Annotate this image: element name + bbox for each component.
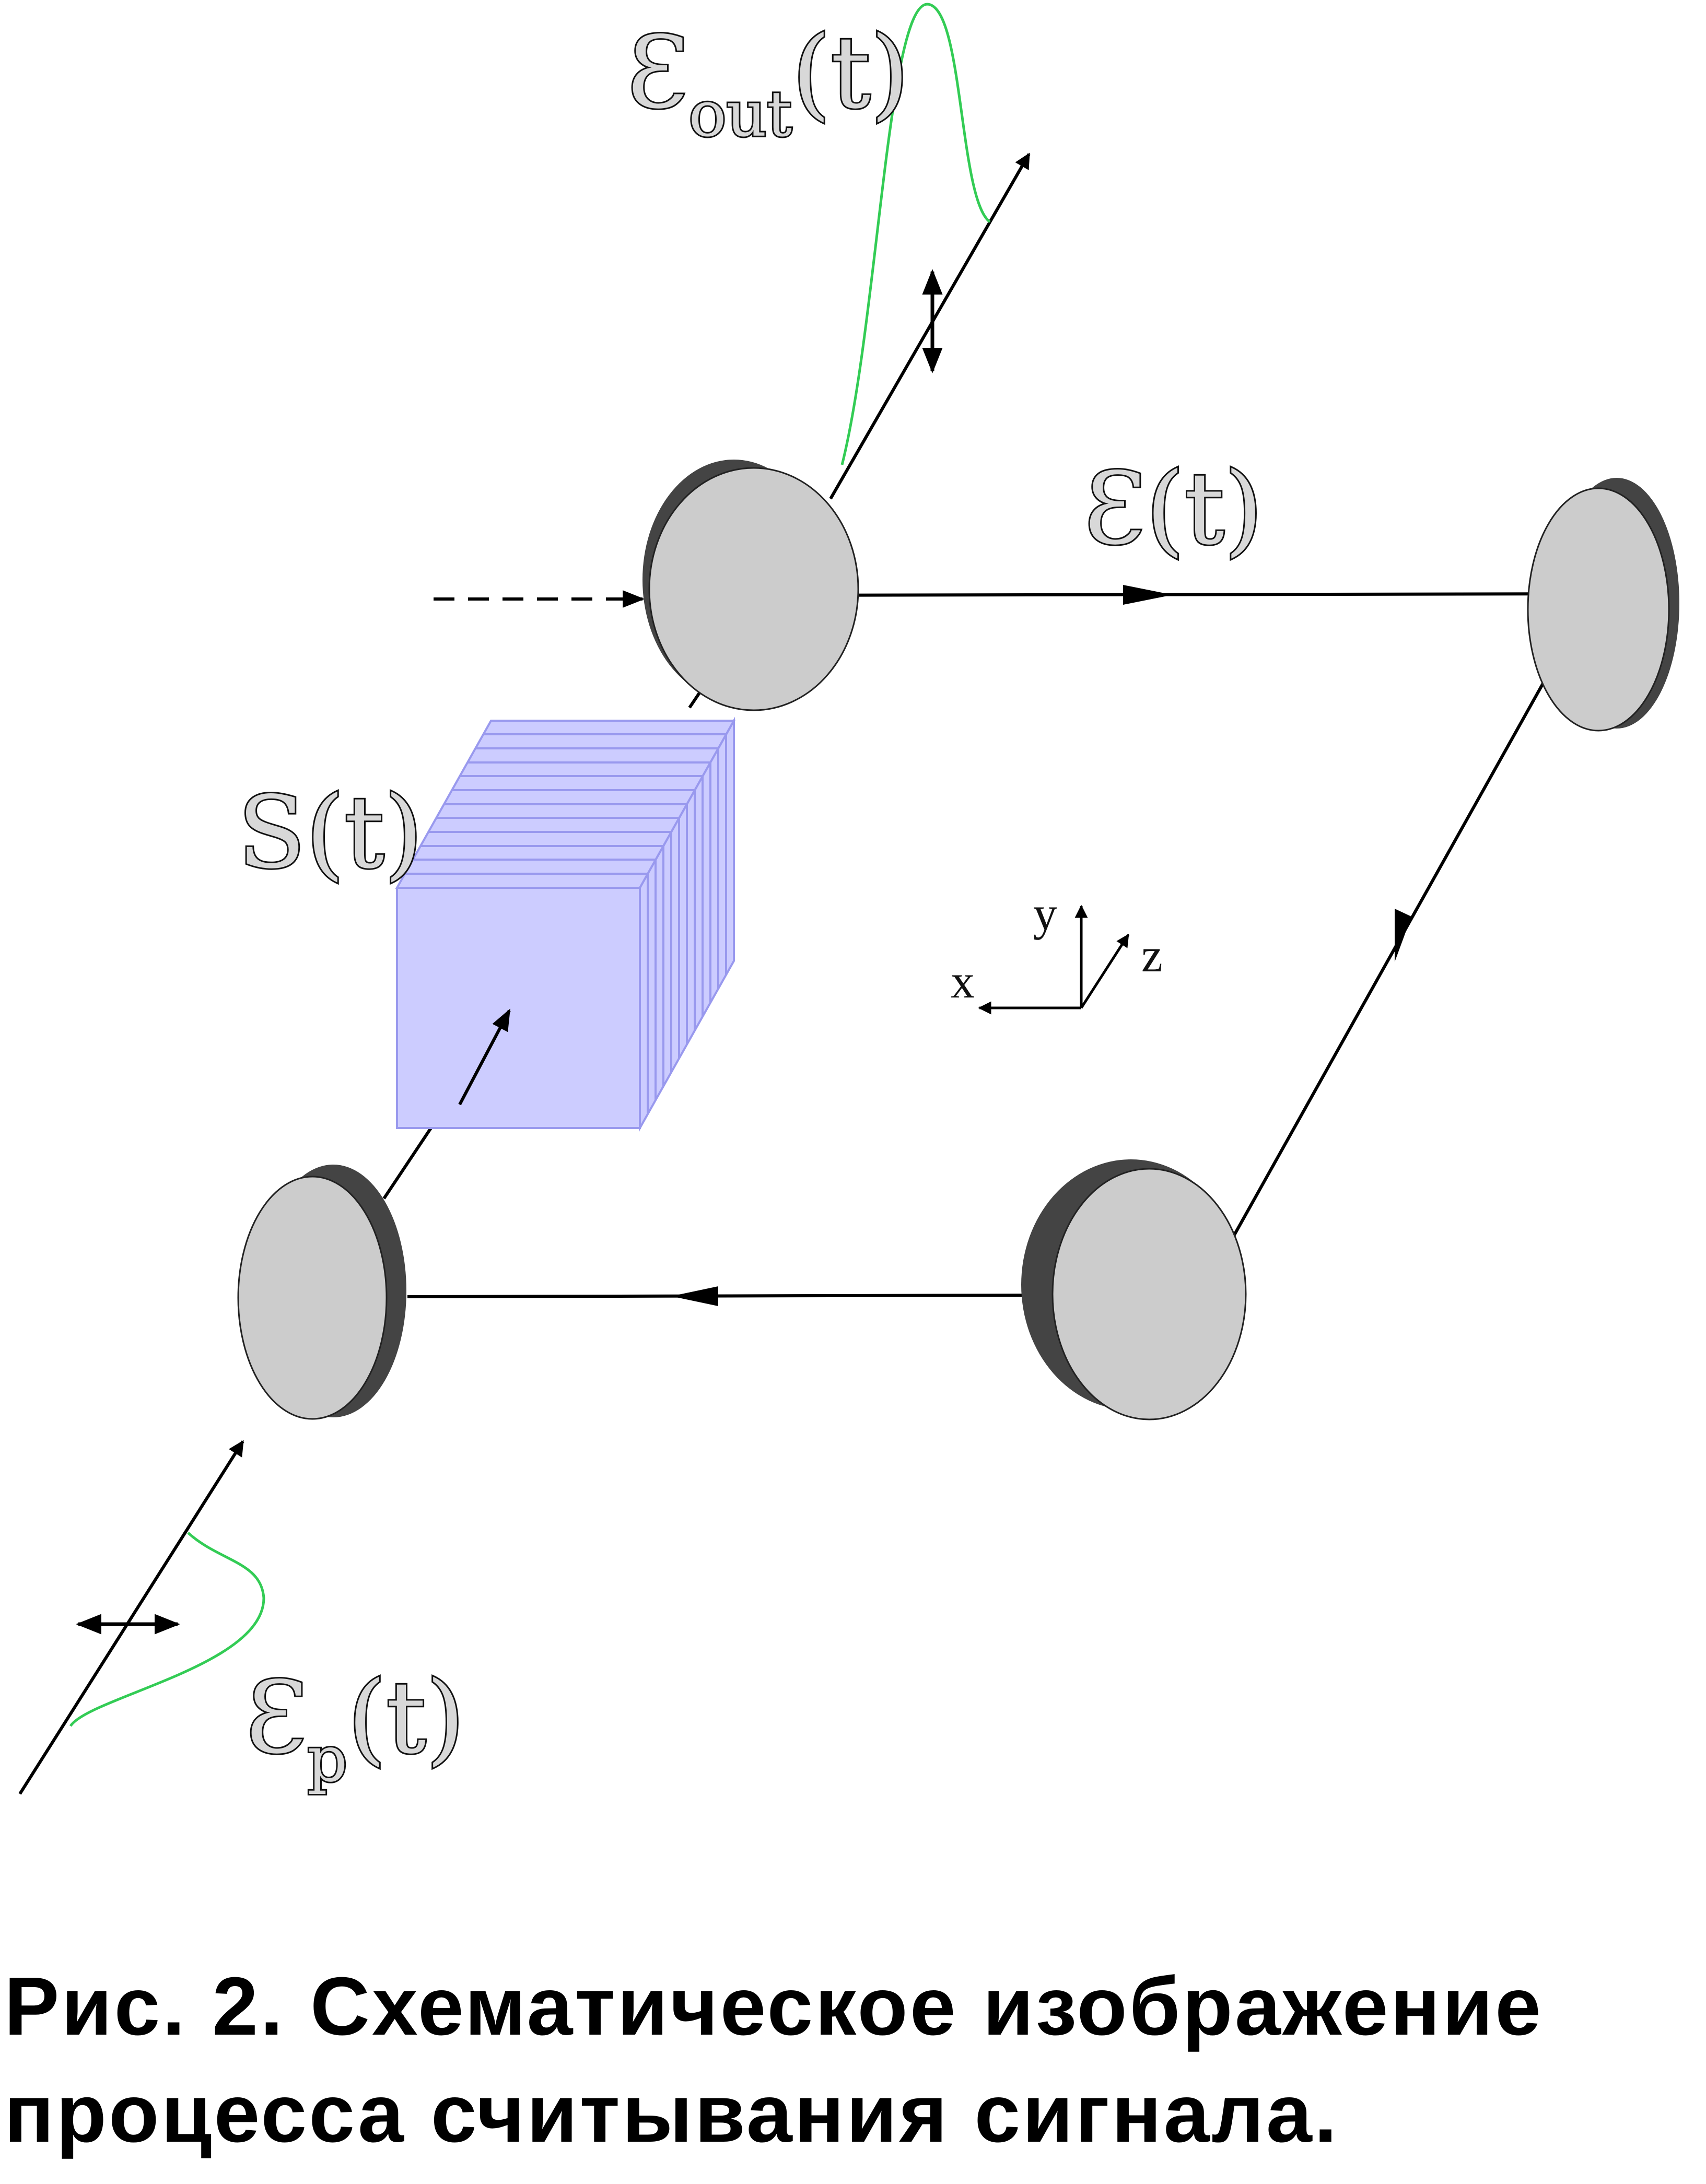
readout-diagram: x y z Ɛout(t) Ɛ(t) S(t) Ɛp(t) <box>18 3 1679 1798</box>
arrowhead-top-right <box>1123 585 1173 605</box>
e-symbol: Ɛ <box>1084 451 1146 567</box>
mirror-bottom-right <box>1021 1159 1247 1420</box>
output-pulse-envelope <box>840 3 991 465</box>
figure-caption: Рис. 2. Схематическое изображение процес… <box>4 1953 1697 2167</box>
beam-top-mirror-to-right <box>765 592 1594 597</box>
e-out-label: Ɛout(t) <box>627 15 909 151</box>
ep-argument: (t) <box>347 1660 465 1776</box>
arrowhead-bottom-left <box>671 1286 718 1306</box>
coordinate-axes <box>978 905 1130 1015</box>
caption-line-1: Рис. 2. Схематическое изображение <box>4 1960 1543 2052</box>
probe-pulse-envelope <box>69 1532 265 1727</box>
ep-subscript: p <box>307 1723 347 1796</box>
probe-input-beam <box>18 1440 244 1795</box>
mirror-top-left <box>642 460 859 711</box>
arrowhead-right-diagonal <box>1395 909 1411 962</box>
ring-direction-arrows <box>671 585 1411 1306</box>
s-label: S(t) <box>238 775 423 890</box>
e-label: Ɛ(t) <box>1084 451 1263 567</box>
e-out-symbol: Ɛ <box>627 15 688 131</box>
beam-in-crystal <box>458 1008 511 1106</box>
output-beam <box>829 152 1031 500</box>
ep-label: Ɛp(t) <box>246 1660 465 1796</box>
caption-line-2: процесса считывания сигнала. <box>4 2068 1339 2159</box>
mirror-top-right <box>1527 478 1679 732</box>
axis-y-label: y <box>1033 887 1057 940</box>
e-out-subscript: out <box>688 78 792 151</box>
beam-bottom-right-to-left <box>407 1294 1037 1298</box>
crystal-layers <box>405 733 727 1114</box>
ep-symbol: Ɛ <box>246 1660 307 1776</box>
axis-z-line <box>1080 933 1130 1009</box>
mirror-bottom-left <box>237 1165 406 1420</box>
beam-right-to-bottom-right <box>1231 593 1595 1239</box>
memory-crystal <box>395 717 736 1132</box>
e-argument: (t) <box>1146 451 1263 567</box>
axis-x-label: x <box>951 955 975 1008</box>
crystal-front-face <box>396 887 641 1129</box>
e-out-argument: (t) <box>792 15 909 131</box>
axis-z-label: z <box>1141 929 1163 982</box>
beam-path <box>18 152 1595 1795</box>
